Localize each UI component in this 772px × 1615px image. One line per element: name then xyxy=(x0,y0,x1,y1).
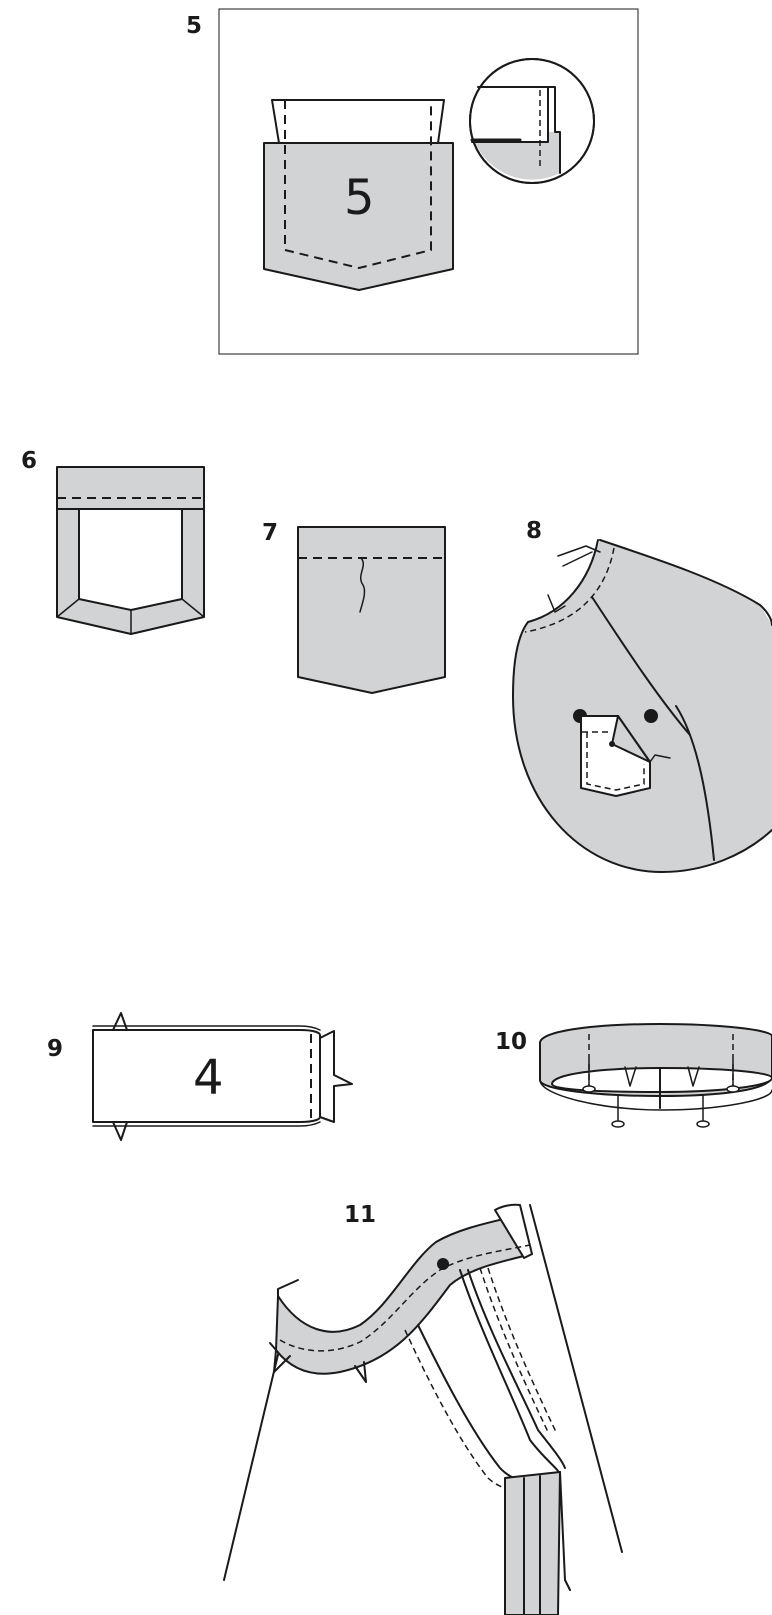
step-11: 11 xyxy=(223,1202,623,1615)
placement-dot xyxy=(437,1258,449,1270)
front-edge xyxy=(675,705,715,861)
waistband-piece-number: 4 xyxy=(193,1050,224,1106)
pocket-corner-fold xyxy=(611,715,651,763)
crotch-seam-right-2 xyxy=(467,1269,566,1469)
step-10-number: 10 xyxy=(495,1029,527,1055)
step-5-frame xyxy=(218,8,639,355)
step-7-number: 7 xyxy=(262,520,278,546)
notch-top xyxy=(112,1012,128,1031)
garment-front xyxy=(513,540,772,872)
waistband-inner xyxy=(551,1067,772,1093)
pocket-hem-fold xyxy=(271,99,445,144)
attach-stitch xyxy=(586,732,645,791)
left-leg-outer xyxy=(223,1337,283,1581)
thread-tail xyxy=(359,557,366,613)
waistband-fold-top xyxy=(92,1025,321,1031)
step-8-number: 8 xyxy=(526,518,542,544)
crotch-topstitch-left xyxy=(404,1329,557,1495)
garment-edge xyxy=(512,621,772,873)
step-10: 10 xyxy=(495,1023,772,1128)
neckline xyxy=(527,539,599,623)
detail-magnifier xyxy=(469,58,595,184)
right-leg-outer xyxy=(529,1204,623,1553)
waistband-attached xyxy=(275,1215,533,1375)
waistband-left-notch xyxy=(273,1349,291,1373)
thread-ends xyxy=(557,545,601,567)
pattern-piece-number: 5 xyxy=(344,170,375,226)
mitre-folds xyxy=(56,598,205,635)
notch xyxy=(547,594,566,613)
waistband-end xyxy=(319,1030,353,1123)
waistband-lower-edge xyxy=(539,1079,772,1111)
dart-line xyxy=(591,596,691,736)
step-6-number: 6 xyxy=(21,448,37,474)
pocket-thread xyxy=(649,754,671,763)
placement-dot-right xyxy=(644,709,658,723)
crotch-topstitch-right xyxy=(479,1267,549,1433)
step-7: 7 xyxy=(262,520,446,694)
step-8: 8 xyxy=(512,518,772,873)
shoulder-line xyxy=(599,539,772,626)
finished-pocket xyxy=(297,526,446,694)
waistband-notch xyxy=(354,1361,367,1383)
step-6: 6 xyxy=(21,448,205,635)
step-9: 9 4 xyxy=(47,1012,353,1141)
pocket-hem-band xyxy=(56,466,205,510)
waistband-end-flap xyxy=(494,1203,533,1259)
crotch-seam-left xyxy=(417,1324,553,1484)
neckline-stitch xyxy=(524,547,615,633)
notch-bottom xyxy=(112,1121,128,1141)
inseam-strip xyxy=(504,1471,561,1615)
step-9-number: 9 xyxy=(47,1036,63,1062)
crotch-seam-right xyxy=(459,1269,561,1476)
step-5: 5 5 xyxy=(186,8,639,355)
ring-notches xyxy=(624,1066,700,1087)
step-11-number: 11 xyxy=(344,1202,376,1228)
pocket-inner xyxy=(78,508,183,611)
step-5-number: 5 xyxy=(186,13,202,39)
waistband-left-end xyxy=(277,1279,299,1297)
pins xyxy=(582,1059,740,1128)
waistband-stitch xyxy=(279,1244,531,1352)
inseam-edge xyxy=(559,1471,571,1591)
pocket-stitch-line xyxy=(284,100,432,270)
needle-point xyxy=(609,741,615,747)
waistband-fold-bottom xyxy=(92,1121,321,1127)
